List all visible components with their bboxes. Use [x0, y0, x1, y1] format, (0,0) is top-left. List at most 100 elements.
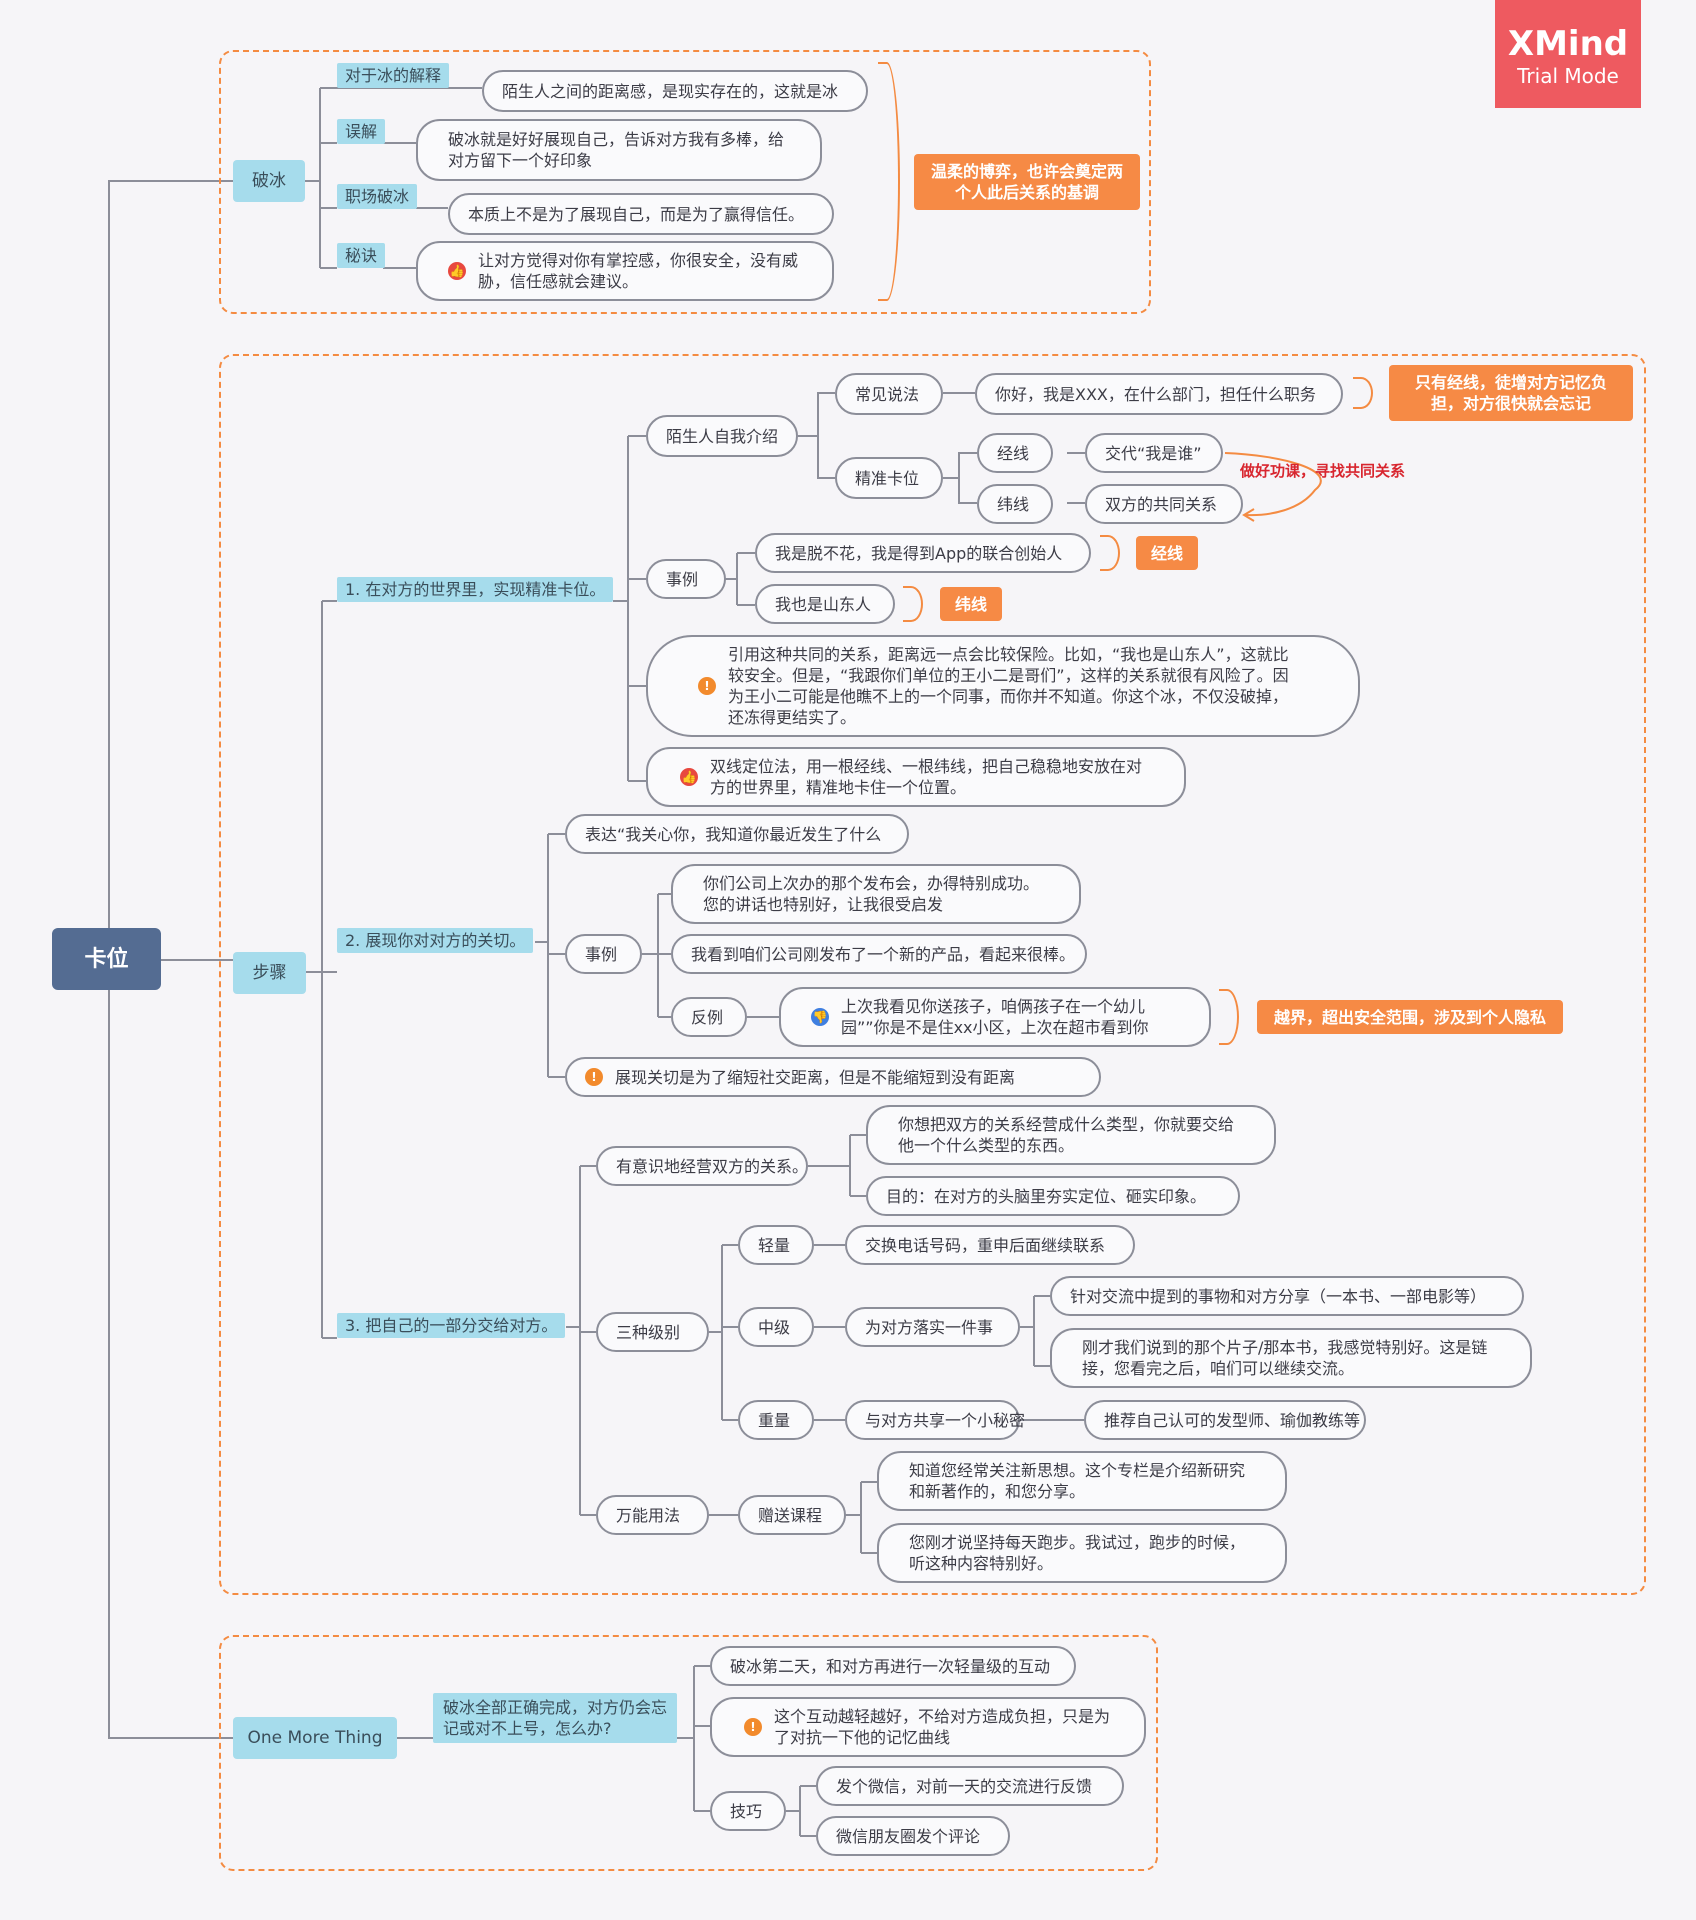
- topic-one-more-thing[interactable]: One More Thing: [233, 1717, 397, 1759]
- s1-example-label: 事例: [666, 569, 699, 589]
- s1-jing-text-label: 交代“我是谁”: [1105, 443, 1202, 463]
- s3-g1-label: 知道您经常关注新思想。这个专栏是介绍新研究和新著作的，和您分享。: [909, 1461, 1246, 1501]
- s1-common-label: 常见说法: [855, 384, 920, 404]
- s2-ex2[interactable]: 我看到咱们公司刚发布了一个新的产品，看起来很棒。: [671, 934, 1087, 974]
- s1-example[interactable]: 事例: [646, 559, 726, 599]
- s3-light-text-label: 交换电话号码，重申后面继续联系: [865, 1235, 1106, 1255]
- root-topic[interactable]: 卡位: [52, 928, 161, 990]
- s3-medium-label: 中级: [758, 1317, 791, 1337]
- icebreak-summary[interactable]: 温柔的博弈，也许会奠定两个人此后关系的基调: [914, 154, 1140, 210]
- s1-ex2-tag[interactable]: 纬线: [940, 587, 1002, 621]
- icebreak-text-secret[interactable]: 👍 让对方觉得对你有掌控感，你很安全，没有威胁，信任感就会建议。: [416, 241, 834, 301]
- s3-m2[interactable]: 刚才我们说到的那个片子/那本书，我感觉特别好。这是链接，您看完之后，咱们可以继续…: [1050, 1328, 1532, 1388]
- s2-counter-text[interactable]: 👎 上次我看见你送孩子，咱俩孩子在一个幼儿园””你是不是住xx小区，上次在超市看…: [779, 987, 1211, 1047]
- s3-conscious[interactable]: 有意识地经营双方的关系。: [596, 1146, 808, 1186]
- omt-k1-label: 发个微信，对前一天的交流进行反馈: [836, 1776, 1093, 1796]
- s2-ex2-label: 我看到咱们公司刚发布了一个新的产品，看起来很棒。: [691, 944, 1076, 964]
- s3-heavy-label: 重量: [758, 1410, 791, 1430]
- s1-intro-label: 陌生人自我介绍: [666, 426, 779, 446]
- s3-levels-label: 三种级别: [616, 1322, 681, 1342]
- s3-g2[interactable]: 您刚才说坚持每天跑步。我试过，跑步的时候，听这种内容特别好。: [877, 1523, 1287, 1583]
- summary-brace-common: [1353, 377, 1373, 409]
- s1-warning[interactable]: ! 引用这种共同的关系，距离远一点会比较保险。比如，“我也是山东人”，这就比较安…: [646, 635, 1360, 737]
- s2-counter[interactable]: 反例: [671, 997, 747, 1037]
- s2-counter-label: 反例: [691, 1007, 724, 1027]
- s2-express[interactable]: 表达“我关心你，我知道你最近发生了什么: [565, 814, 909, 854]
- step3-label[interactable]: 3. 把自己的一部分交给对方。: [337, 1313, 566, 1338]
- boundary-omt: [219, 1635, 1158, 1871]
- s2-example[interactable]: 事例: [565, 934, 642, 974]
- s1-common-note[interactable]: 只有经线，徒增对方记忆负担，对方很快就会忘记: [1389, 365, 1633, 421]
- s3-medium-text-label: 为对方落实一件事: [865, 1317, 994, 1337]
- summary-brace-ex2: [903, 586, 923, 622]
- icebreak-label-misunderstand[interactable]: 误解: [337, 119, 386, 144]
- s3-c2-label: 目的：在对方的头脑里夯实定位、砸实印象。: [886, 1186, 1207, 1206]
- s1-wei-text[interactable]: 双方的共同关系: [1085, 484, 1243, 524]
- icebreak-text-secret-label: 让对方觉得对你有掌控感，你很安全，没有威胁，信任感就会建议。: [478, 251, 799, 291]
- s3-g1[interactable]: 知道您经常关注新思想。这个专栏是介绍新研究和新著作的，和您分享。: [877, 1451, 1287, 1511]
- s3-heavy-text[interactable]: 与对方共享一个小秘密: [845, 1400, 1025, 1440]
- icebreak-label-secret[interactable]: 秘诀: [337, 243, 386, 268]
- s3-light-text[interactable]: 交换电话号码，重申后面继续联系: [845, 1225, 1135, 1265]
- s3-medium[interactable]: 中级: [738, 1307, 814, 1347]
- s1-ex1-tag[interactable]: 经线: [1136, 536, 1198, 570]
- omt-a2[interactable]: ! 这个互动越轻越好，不给对方造成负担，只是为了对抗一下他的记忆曲线: [710, 1697, 1146, 1757]
- s3-medium-text[interactable]: 为对方落实一件事: [845, 1307, 1020, 1347]
- icebreak-label-workplace[interactable]: 职场破冰: [337, 184, 418, 209]
- s1-precise[interactable]: 精准卡位: [835, 457, 943, 499]
- icebreak-text-misunderstand[interactable]: 破冰就是好好展现自己，告诉对方我有多棒，给对方留下一个好印象: [416, 119, 822, 181]
- s3-m1-label: 针对交流中提到的事物和对方分享（一本书、一部电影等）: [1070, 1286, 1487, 1306]
- s1-ex1[interactable]: 我是脱不花，我是得到App的联合创始人: [755, 533, 1091, 573]
- topic-icebreak[interactable]: 破冰: [233, 160, 305, 202]
- omt-a2-label: 这个互动越轻越好，不给对方造成负担，只是为了对抗一下他的记忆曲线: [774, 1707, 1111, 1747]
- s1-wei[interactable]: 纬线: [977, 484, 1053, 524]
- s3-m1[interactable]: 针对交流中提到的事物和对方分享（一本书、一部电影等）: [1050, 1276, 1524, 1316]
- s1-jing[interactable]: 经线: [977, 433, 1053, 473]
- s1-common[interactable]: 常见说法: [835, 373, 943, 415]
- icebreak-label-explain[interactable]: 对于冰的解释: [337, 63, 450, 88]
- omt-skill[interactable]: 技巧: [710, 1791, 786, 1831]
- s1-ex2[interactable]: 我也是山东人: [755, 584, 895, 624]
- icebreak-text-explain[interactable]: 陌生人之间的距离感，是现实存在的，这就是冰: [482, 70, 868, 112]
- omt-a1[interactable]: 破冰第二天，和对方再进行一次轻量级的互动: [710, 1646, 1076, 1686]
- omt-k2[interactable]: 微信朋友圈发个评论: [816, 1816, 1010, 1856]
- s1-jing-text[interactable]: 交代“我是谁”: [1085, 433, 1223, 473]
- s2-ex1[interactable]: 你们公司上次办的那个发布会，办得特别成功。您的讲话也特别好，让我很受启发: [671, 864, 1081, 924]
- s3-light[interactable]: 轻量: [738, 1225, 814, 1265]
- icebreak-text-misunderstand-label: 破冰就是好好展现自己，告诉对方我有多棒，给对方留下一个好印象: [448, 130, 785, 170]
- s1-ex2-label: 我也是山东人: [775, 594, 872, 614]
- s3-c1-label: 你想把双方的关系经营成什么类型，你就要交给他一个什么类型的东西。: [898, 1115, 1235, 1155]
- s3-heavy[interactable]: 重量: [738, 1400, 814, 1440]
- s3-heavy-sub[interactable]: 推荐自己认可的发型师、瑜伽教练等: [1084, 1400, 1366, 1440]
- s3-levels[interactable]: 三种级别: [596, 1312, 709, 1352]
- s1-wei-label: 纬线: [997, 494, 1030, 514]
- s2-warning[interactable]: ! 展现关切是为了缩短社交距离，但是不能缩短到没有距离: [565, 1057, 1101, 1097]
- thumbs-up-icon: 👍: [448, 262, 466, 280]
- summary-brace-ex1: [1100, 535, 1120, 571]
- icebreak-text-workplace-label: 本质上不是为了展现自己，而是为了赢得信任。: [468, 204, 805, 224]
- step1-label[interactable]: 1. 在对方的世界里，实现精准卡位。: [337, 577, 614, 602]
- omt-question[interactable]: 破冰全部正确完成，对方仍会忘记或对不上号，怎么办?: [433, 1693, 677, 1743]
- boundary-icebreak: [219, 50, 1151, 314]
- step2-label[interactable]: 2. 展现你对对方的关切。: [337, 928, 534, 953]
- s2-express-label: 表达“我关心你，我知道你最近发生了什么: [585, 824, 882, 844]
- s1-intro[interactable]: 陌生人自我介绍: [646, 415, 798, 457]
- warning-icon: !: [744, 1718, 762, 1736]
- icebreak-text-workplace[interactable]: 本质上不是为了展现自己，而是为了赢得信任。: [448, 193, 834, 235]
- s1-tip[interactable]: 👍 双线定位法，用一根经线、一根纬线，把自己稳稳地安放在对方的世界里，精准地卡住…: [646, 747, 1186, 807]
- topic-steps[interactable]: 步骤: [233, 952, 306, 994]
- s3-c1[interactable]: 你想把双方的关系经营成什么类型，你就要交给他一个什么类型的东西。: [866, 1105, 1276, 1165]
- s3-universal[interactable]: 万能用法: [596, 1495, 709, 1535]
- boundary-steps: [219, 354, 1646, 1595]
- s3-m2-label: 刚才我们说到的那个片子/那本书，我感觉特别好。这是链接，您看完之后，咱们可以继续…: [1082, 1338, 1488, 1378]
- s3-c2[interactable]: 目的：在对方的头脑里夯实定位、砸实印象。: [866, 1176, 1240, 1216]
- omt-k1[interactable]: 发个微信，对前一天的交流进行反馈: [816, 1766, 1124, 1806]
- s1-jing-label: 经线: [997, 443, 1030, 463]
- s3-gift[interactable]: 赠送课程: [738, 1495, 846, 1535]
- s2-counter-text-label: 上次我看见你送孩子，咱俩孩子在一个幼儿园””你是不是住xx小区，上次在超市看到你: [841, 997, 1149, 1037]
- s1-warning-label: 引用这种共同的关系，距离远一点会比较保险。比如，“我也是山东人”，这就比较安全。…: [728, 645, 1289, 727]
- s1-common-text[interactable]: 你好，我是XXX，在什么部门，担任什么职务: [975, 373, 1343, 415]
- s2-counter-note[interactable]: 越界，超出安全范围，涉及到个人隐私: [1257, 1000, 1563, 1034]
- s3-conscious-label: 有意识地经营双方的关系。: [616, 1156, 809, 1176]
